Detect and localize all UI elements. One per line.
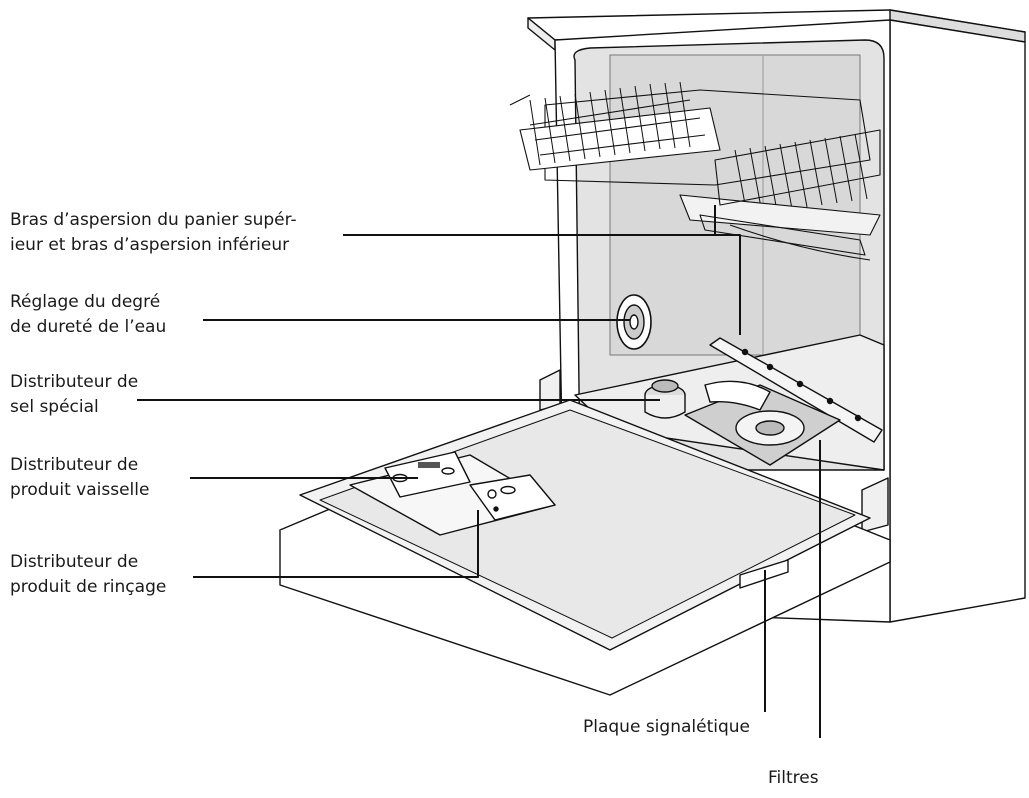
label-rinse-aid-dispenser-line1: Distributeur de	[10, 552, 139, 572]
label-filters-text: Filtres	[768, 768, 819, 788]
door-dispenser-panel	[349, 451, 556, 536]
label-filters: Filtres	[768, 766, 819, 791]
lower-spray-arm	[709, 337, 883, 443]
label-spray-arms-line1: Bras d’aspersion du panier supér-	[10, 210, 297, 230]
label-water-hardness: Réglage du degré de dureté de l’eau	[10, 290, 166, 340]
label-rinse-aid-dispenser-line2: produit de rinçage	[10, 577, 167, 597]
label-detergent-dispenser: Distributeur de produit vaisselle	[10, 453, 149, 503]
label-water-hardness-line2: de dureté de l’eau	[10, 317, 167, 337]
label-rating-plate: Plaque signalétique	[583, 715, 750, 740]
water-hardness-dial	[616, 294, 652, 350]
door	[279, 399, 891, 696]
label-spray-arms: Bras d’aspersion du panier supér- ieur e…	[10, 208, 297, 258]
upper-basket	[509, 81, 881, 261]
filter-assembly	[684, 380, 841, 466]
label-rating-plate-text: Plaque signalétique	[583, 717, 750, 737]
label-salt-dispenser: Distributeur de sel spécial	[10, 370, 138, 420]
leader-lines	[137, 205, 821, 738]
label-spray-arms-line2: ieur et bras d’aspersion inférieur	[10, 235, 290, 255]
label-water-hardness-line1: Réglage du degré	[10, 292, 161, 312]
label-salt-dispenser-line2: sel spécial	[10, 397, 99, 417]
label-detergent-dispenser-line2: produit vaisselle	[10, 480, 150, 500]
label-rinse-aid-dispenser: Distributeur de produit de rinçage	[10, 550, 166, 600]
label-salt-dispenser-line1: Distributeur de	[10, 372, 139, 392]
label-detergent-dispenser-line1: Distributeur de	[10, 455, 139, 475]
cabinet-side	[889, 19, 1026, 623]
